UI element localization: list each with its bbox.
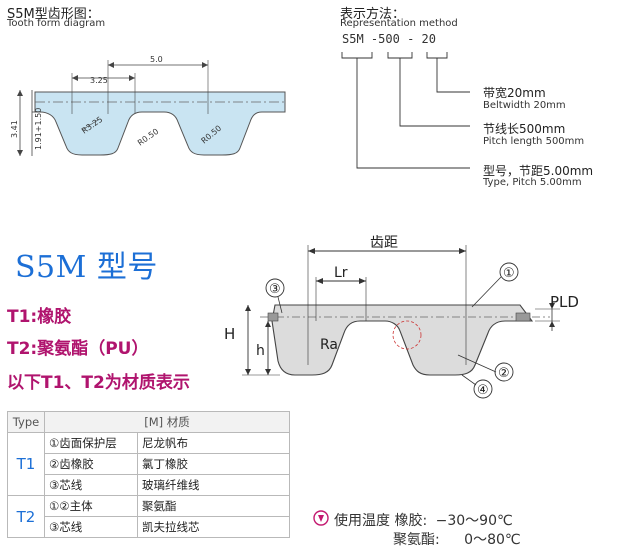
part-cell: ①②主体 (44, 495, 138, 517)
representation-title: 表示方法： (340, 7, 406, 22)
material-cell: 玻璃纤维线 (137, 474, 290, 496)
material-line-t1: T1:橡胶 (7, 307, 72, 327)
header-type: Type (7, 411, 45, 433)
table-row: ②齿橡胶 氯丁橡胶 (8, 453, 290, 475)
rubber-range: −30～90℃ (435, 513, 513, 529)
note-length-cn: 节线长500mm (483, 122, 566, 136)
rubber-label: 橡胶: (394, 513, 428, 529)
tooth-form-title: S5M型齿形图： (7, 7, 100, 22)
table-row: T1 ①齿面保护层 尼龙帆布 (7, 432, 290, 496)
pu-range: 0～80℃ (464, 532, 521, 548)
note-width-cn: 带宽20mm (483, 86, 546, 100)
callout-3: ③ (269, 282, 281, 297)
callout-4: ④ (477, 383, 489, 398)
part-cell: ①齿面保护层 (44, 432, 138, 454)
representation-subtitle: Representation method (340, 18, 458, 29)
note-width-en: Beltwidth 20mm (483, 100, 566, 111)
type-t2: T2 (7, 495, 45, 538)
material-cell: 凯夫拉线芯 (137, 516, 290, 538)
representation-leaders (341, 52, 470, 169)
tooth-form-subtitle: Tooth form diagram (7, 18, 106, 29)
h-label: H (224, 325, 235, 343)
code-type: S5M (342, 32, 364, 46)
ra-label: Ra (320, 337, 338, 353)
header-material: [M] 材质 (44, 411, 290, 433)
code-pitch-length: -500 (370, 32, 400, 46)
representation-code: S5M -500 - 20 (342, 32, 436, 46)
part-cell: ②齿橡胶 (44, 453, 138, 475)
material-cell: 聚氨酯 (137, 495, 290, 517)
material-table: Type [M] 材质 T1 ①齿面保护层 尼龙帆布 ②齿橡胶 氯丁橡胶 ③芯线… (7, 411, 290, 538)
material-cell: 尼龙帆布 (137, 432, 290, 454)
material-cell: 氯丁橡胶 (137, 453, 290, 475)
dim-r2: R0.50 (136, 127, 160, 148)
model-heading: S5M 型号 (15, 250, 158, 285)
material-line-t2: T2:聚氨酯（PU） (7, 339, 149, 359)
pitch-label: 齿距 (370, 235, 398, 251)
code-width: - 20 (407, 32, 436, 46)
temperature-label: 使用温度 (334, 513, 390, 529)
table-row: ③芯线 玻璃纤维线 (8, 474, 290, 496)
callout-1: ① (503, 266, 515, 281)
pld-label: PLD (550, 293, 579, 311)
material-line-note: 以下T1、T2为材质表示 (7, 373, 190, 393)
dim-height-total: 3.41 (10, 120, 19, 138)
part-cell: ③芯线 (44, 474, 138, 496)
table-header-row: Type [M] 材质 (7, 411, 290, 433)
callout-2: ② (498, 366, 510, 381)
note-type-cn: 型号，节距5.00mm (483, 164, 594, 178)
h-small-label: h (256, 343, 265, 359)
temperature-row-rubber: 使用温度 橡胶: −30～90℃ (334, 510, 513, 530)
note-length-en: Pitch length 500mm (483, 136, 585, 147)
table-row: T2 ①②主体 聚氨酯 (7, 495, 290, 538)
tooth-form-diagram: 5.0 3.25 3.41 1.91+1.50 R3.25 R0.50 R0.5… (10, 55, 286, 156)
table-row: ③芯线 凯夫拉线芯 (8, 516, 290, 538)
part-cell: ③芯线 (44, 516, 138, 538)
pu-label: 聚氨酯: (393, 532, 440, 548)
type-t1: T1 (7, 432, 45, 496)
note-type-en: Type, Pitch 5.00mm (483, 177, 582, 188)
dim-pitch: 5.0 (150, 55, 163, 64)
belt-section-diagram: 齿距 Lr Ra H h PLD ① ③ ② ④ (224, 235, 579, 399)
lr-label: Lr (334, 265, 348, 281)
dim-height-parts: 1.91+1.50 (34, 108, 43, 150)
dim-width: 3.25 (90, 76, 108, 85)
temperature-row-pu: 聚氨酯: 0～80℃ (393, 529, 521, 549)
thermometer-icon (313, 510, 329, 526)
